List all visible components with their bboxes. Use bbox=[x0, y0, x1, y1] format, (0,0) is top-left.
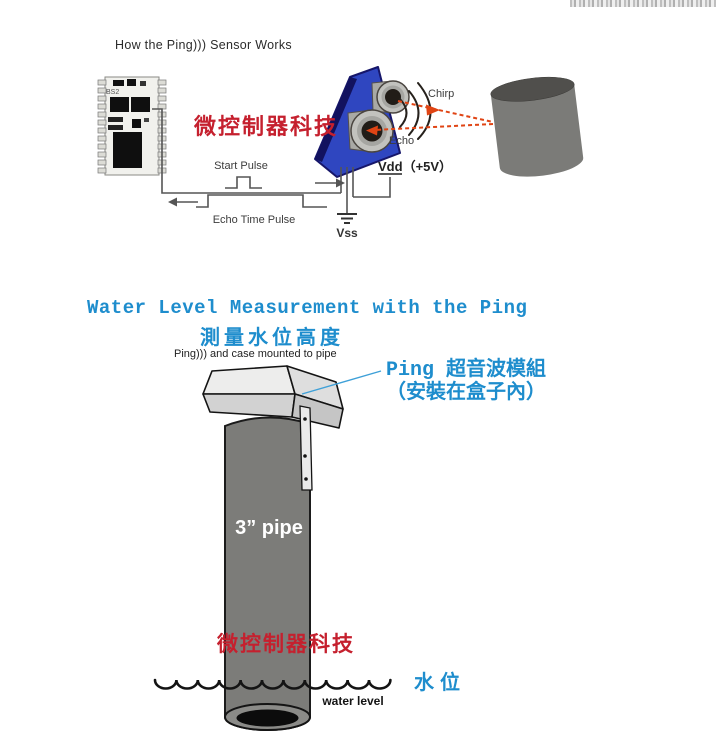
pcb-edge bbox=[315, 77, 357, 162]
water-level-diagram: 3” pipe 微控制器科技 water level bbox=[153, 365, 392, 731]
water-measure-title: Water Level Measurement with the Ping bbox=[87, 297, 528, 319]
water-level-label-zh: 水位 bbox=[414, 672, 466, 694]
watermark-top: 微控制器科技 bbox=[193, 114, 338, 139]
signal-wire bbox=[152, 108, 341, 194]
cropped-text-strip bbox=[570, 0, 716, 7]
ground-symbol bbox=[337, 213, 357, 224]
echo-label: Echo bbox=[389, 135, 414, 147]
pipe-mount-caption: Ping))) and case mounted to pipe bbox=[174, 348, 337, 360]
chirp-arrow bbox=[397, 100, 494, 123]
pipe-opening bbox=[224, 703, 311, 731]
water-measure-subtitle-zh: 測量水位高度 bbox=[200, 327, 344, 349]
echo-arrow bbox=[366, 123, 494, 136]
pointer-line bbox=[301, 370, 382, 395]
mounting-strap bbox=[299, 405, 313, 491]
ping-module-label: Ping 超音波模組 （安裝在盒子內） bbox=[386, 359, 546, 405]
vdd-label: Vdd（+5V） bbox=[378, 159, 452, 174]
echo-pulse-waveform bbox=[196, 194, 327, 208]
pipe bbox=[224, 416, 311, 731]
water-level-label: water level bbox=[321, 694, 383, 708]
watermark-bottom: 微控制器科技 bbox=[216, 632, 355, 656]
water-line bbox=[153, 678, 392, 690]
bs2-chip-label: BS2 bbox=[106, 89, 119, 96]
sensor-diagram-title: How the Ping))) Sensor Works bbox=[115, 38, 292, 52]
chirp-label: Chirp bbox=[428, 88, 454, 100]
echo-pulse-arrow bbox=[168, 197, 198, 207]
start-pulse-waveform bbox=[225, 176, 262, 189]
vdd-wire bbox=[353, 177, 391, 198]
bs2-module: BS2 bbox=[97, 76, 167, 176]
ping-module-label-line1: Ping 超音波模組 bbox=[386, 359, 547, 382]
transducer-top bbox=[376, 80, 410, 114]
echo-time-pulse-label: Echo Time Pulse bbox=[213, 214, 296, 226]
ping-sensor-diagram: BS2 Start Pulse Echo Time Pulse bbox=[97, 66, 584, 240]
sensor-pins bbox=[340, 167, 354, 213]
ping-module-label-line2: （安裝在盒子內） bbox=[386, 382, 546, 405]
target-cylinder bbox=[490, 76, 584, 177]
start-pulse-label: Start Pulse bbox=[214, 160, 268, 172]
bs2-components bbox=[108, 79, 150, 168]
vss-label: Vss bbox=[336, 226, 358, 240]
pipe-size-label: 3” pipe bbox=[235, 517, 303, 539]
ping-sensor-board bbox=[314, 66, 410, 213]
